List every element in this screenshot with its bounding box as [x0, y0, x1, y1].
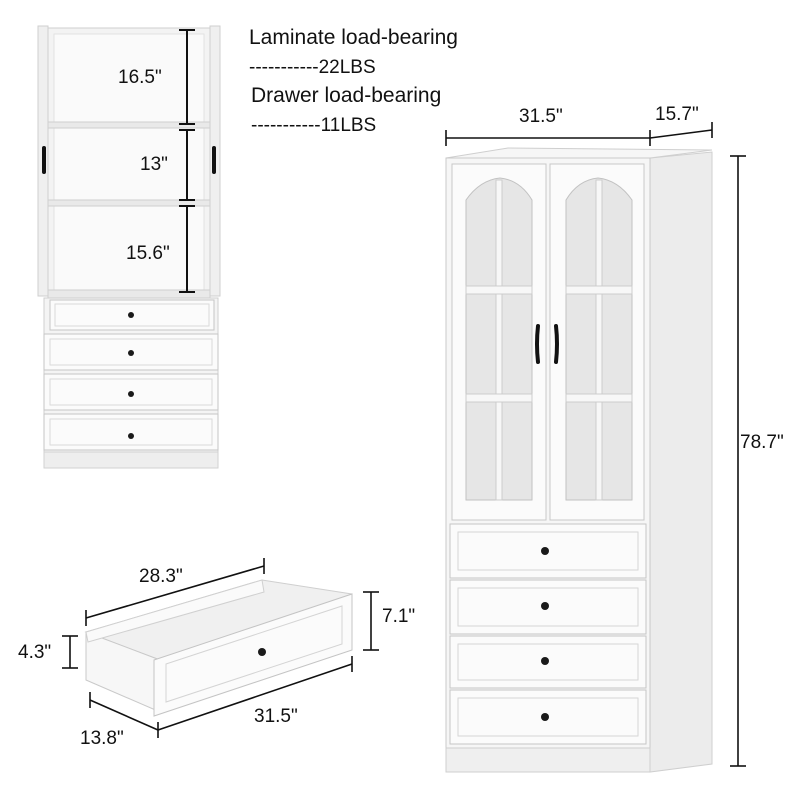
drawer-depth: 13.8" [80, 728, 124, 749]
interior-drawer-stack [43, 297, 219, 469]
door-handle [535, 324, 540, 364]
cabinet-interior-view [37, 25, 221, 469]
drawer-knob [258, 648, 266, 656]
shelf [47, 121, 211, 129]
cabinet-depth: 15.7" [655, 104, 699, 125]
drawer-inner-width: 28.3" [139, 566, 183, 587]
cabinet-height: 78.7" [740, 432, 784, 453]
drawer-knob [128, 312, 134, 318]
front-drawer-stack [445, 523, 651, 773]
drawer-knob [128, 391, 134, 397]
shelf-bottom-height: 15.6" [126, 243, 170, 264]
shelf-dimension-lines [179, 29, 195, 293]
drawer-knob [541, 602, 549, 610]
drawer-dimension-lines [62, 558, 379, 738]
shelf-middle-height: 13" [140, 154, 168, 175]
drawer-outer-height: 7.1" [382, 606, 416, 627]
drawer-knob [541, 547, 549, 555]
cabinet-width: 31.5" [519, 106, 563, 127]
cabinet-front-view [445, 147, 713, 773]
laminate-load-value: -----------22LBS [249, 57, 376, 78]
drawer-knob [128, 433, 134, 439]
drawer-inner-height: 4.3" [18, 642, 52, 663]
glass-doors [451, 163, 645, 521]
drawer-front-width: 31.5" [254, 706, 298, 727]
cabinet-dimension-lines [445, 122, 746, 767]
drawer-knob [541, 657, 549, 665]
pulled-out-drawer [84, 579, 353, 717]
door-handle [554, 324, 559, 364]
drawer-load-value: -----------11LBS [251, 115, 377, 136]
laminate-load-title: Laminate load-bearing [249, 26, 458, 49]
shelf-top-height: 16.5" [118, 67, 162, 88]
drawer-load-title: Drawer load-bearing [251, 84, 442, 107]
drawer-knob [128, 350, 134, 356]
drawer-knob [541, 713, 549, 721]
shelf [47, 199, 211, 207]
